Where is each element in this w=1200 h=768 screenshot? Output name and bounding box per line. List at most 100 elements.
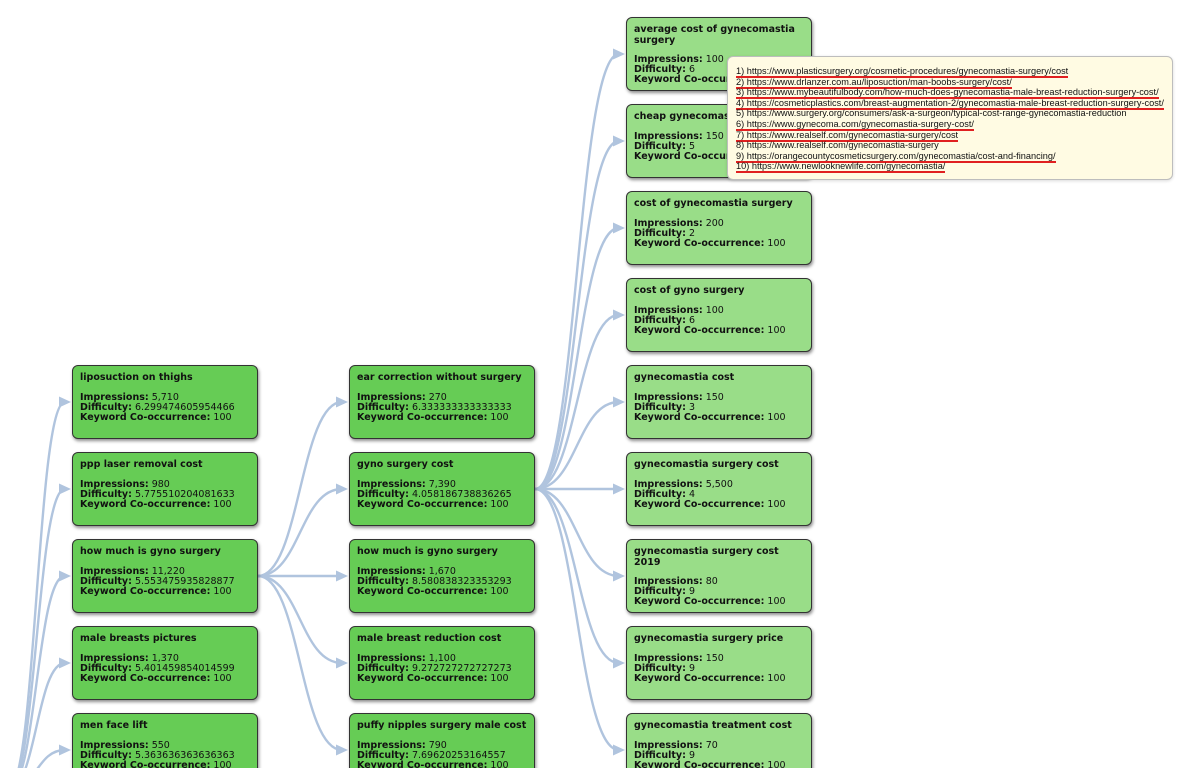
impressions-value: 980 [151, 478, 170, 490]
cooccurrence-value: 100 [213, 411, 232, 423]
tree-edge [534, 52, 620, 491]
impressions-row: Impressions: 11,220 [80, 566, 251, 577]
difficulty-row: Difficulty: 5.401459854014599 [80, 662, 251, 674]
keyword-title: gynecomastia treatment cost [634, 720, 792, 731]
cooccurrence-value: 100 [213, 585, 232, 597]
edge-arrowhead [613, 744, 625, 756]
difficulty-value: 6 [688, 64, 695, 75]
cooccurrence-label: Keyword Co-occurrence: [634, 324, 765, 336]
tree-edge [534, 139, 620, 491]
cooccurrence-row: Keyword Co-occurrence: 100 [80, 498, 251, 510]
serp-url-item[interactable]: 6) https://www.gynecoma.com/gynecomastia… [736, 118, 1164, 131]
difficulty-row: Difficulty: 6 [634, 65, 805, 75]
cooccurrence-value: 100 [767, 672, 786, 684]
serp-url-item[interactable]: 2) https://www.drlanzer.com.au/liposucti… [736, 76, 1164, 89]
difficulty-row: Difficulty: 5 [634, 141, 805, 152]
cooccurrence-row: Keyword Co-occurrence: 100 [357, 586, 528, 597]
edge-arrowhead [613, 309, 625, 321]
cooccurrence-value: 100 [490, 759, 509, 768]
difficulty-value: 5.401459854014599 [134, 662, 235, 674]
keyword-title: male breasts pictures [80, 633, 197, 644]
difficulty-label: Difficulty: [80, 575, 132, 587]
serp-url-item[interactable]: 7) https://www.realself.com/gynecomastia… [736, 129, 1164, 142]
keyword-title: liposuction on thighs [80, 372, 193, 383]
difficulty-row: Difficulty: 9 [634, 750, 805, 761]
serp-url-text: 9) https://orangecountycosmeticsurgery.c… [736, 150, 1056, 163]
impressions-value: 1,370 [151, 652, 179, 664]
difficulty-value: 6.299474605954466 [134, 401, 235, 413]
keyword-title: cost of gyno surgery [634, 285, 745, 296]
keyword-title: how much is gyno surgery [357, 546, 498, 557]
difficulty-row: Difficulty: 5.363636363636363 [80, 750, 251, 761]
serp-url-item[interactable]: 4) https://cosmeticplastics.com/breast-a… [736, 97, 1164, 110]
cooccurrence-value: 100 [767, 324, 786, 336]
impressions-label: Impressions: [357, 391, 426, 403]
keyword-title: ear correction without surgery [357, 372, 522, 383]
impressions-value: 200 [705, 217, 724, 229]
cooccurrence-row: Keyword Co-occurrence: 100 [80, 585, 251, 597]
impressions-value: 150 [705, 652, 724, 664]
tree-edge [18, 487, 66, 768]
tree-edge [257, 487, 343, 578]
serp-url-item[interactable]: 10) https://www.newlooknewlife.com/gynec… [736, 161, 1164, 174]
cooccurrence-label: Keyword Co-occurrence: [634, 596, 765, 607]
serp-url-item[interactable]: 5) https://www.surgery.org/consumers/ask… [736, 108, 1164, 119]
difficulty-label: Difficulty: [634, 64, 686, 75]
serp-url-item[interactable]: 8) https://www.realself.com/gynecomastia… [736, 140, 1164, 151]
impressions-label: Impressions: [634, 54, 703, 65]
edge-arrowhead [59, 657, 71, 669]
edge-arrowhead [613, 483, 625, 495]
serp-url-item[interactable]: 1) https://www.plasticsurgery.org/cosmet… [736, 66, 1164, 78]
cooccurrence-value: 100 [213, 672, 232, 684]
cooccurrence-row: Keyword Co-occurrence: 100 [80, 411, 251, 423]
cooccurrence-label: Keyword Co-occurrence: [634, 150, 765, 162]
cooccurrence-row: Keyword Co-occurrence: 100 [357, 412, 528, 423]
impressions-row: Impressions: 150 [634, 392, 805, 403]
difficulty-value: 5.553475935828877 [134, 575, 235, 587]
edge-arrowhead [613, 135, 625, 147]
serp-url-text: 2) https://www.drlanzer.com.au/liposucti… [736, 76, 1012, 89]
difficulty-row: Difficulty: 4.058186738836265 [357, 489, 528, 500]
tree-edge [36, 748, 66, 768]
tree-edge [20, 574, 66, 768]
impressions-label: Impressions: [634, 130, 703, 142]
difficulty-row: Difficulty: 7.69620253164557 [357, 750, 528, 761]
keyword-title: male breast reduction cost [357, 633, 502, 644]
cooccurrence-label: Keyword Co-occurrence: [634, 237, 765, 249]
tree-edge [24, 661, 66, 768]
impressions-value: 70 [705, 739, 718, 751]
impressions-label: Impressions: [634, 304, 703, 316]
cooccurrence-row: Keyword Co-occurrence: 100 [634, 237, 805, 249]
difficulty-value: 9.272727272727273 [411, 662, 512, 674]
edge-arrowhead [336, 570, 348, 582]
cooccurrence-label: Keyword Co-occurrence: [80, 411, 211, 423]
difficulty-value: 2 [688, 227, 695, 239]
impressions-row: Impressions: 5,500 [634, 479, 805, 490]
cooccurrence-value: 100 [490, 498, 509, 510]
impressions-value: 1,100 [428, 652, 456, 664]
keyword-title: cost of gynecomastia surgery [634, 198, 793, 209]
difficulty-value: 6 [688, 314, 695, 326]
cooccurrence-value: 100 [213, 498, 232, 510]
serp-url-item[interactable]: 9) https://orangecountycosmeticsurgery.c… [736, 150, 1164, 163]
serp-url-item[interactable]: 3) https://www.mybeautifulbody.com/how-m… [736, 87, 1164, 100]
